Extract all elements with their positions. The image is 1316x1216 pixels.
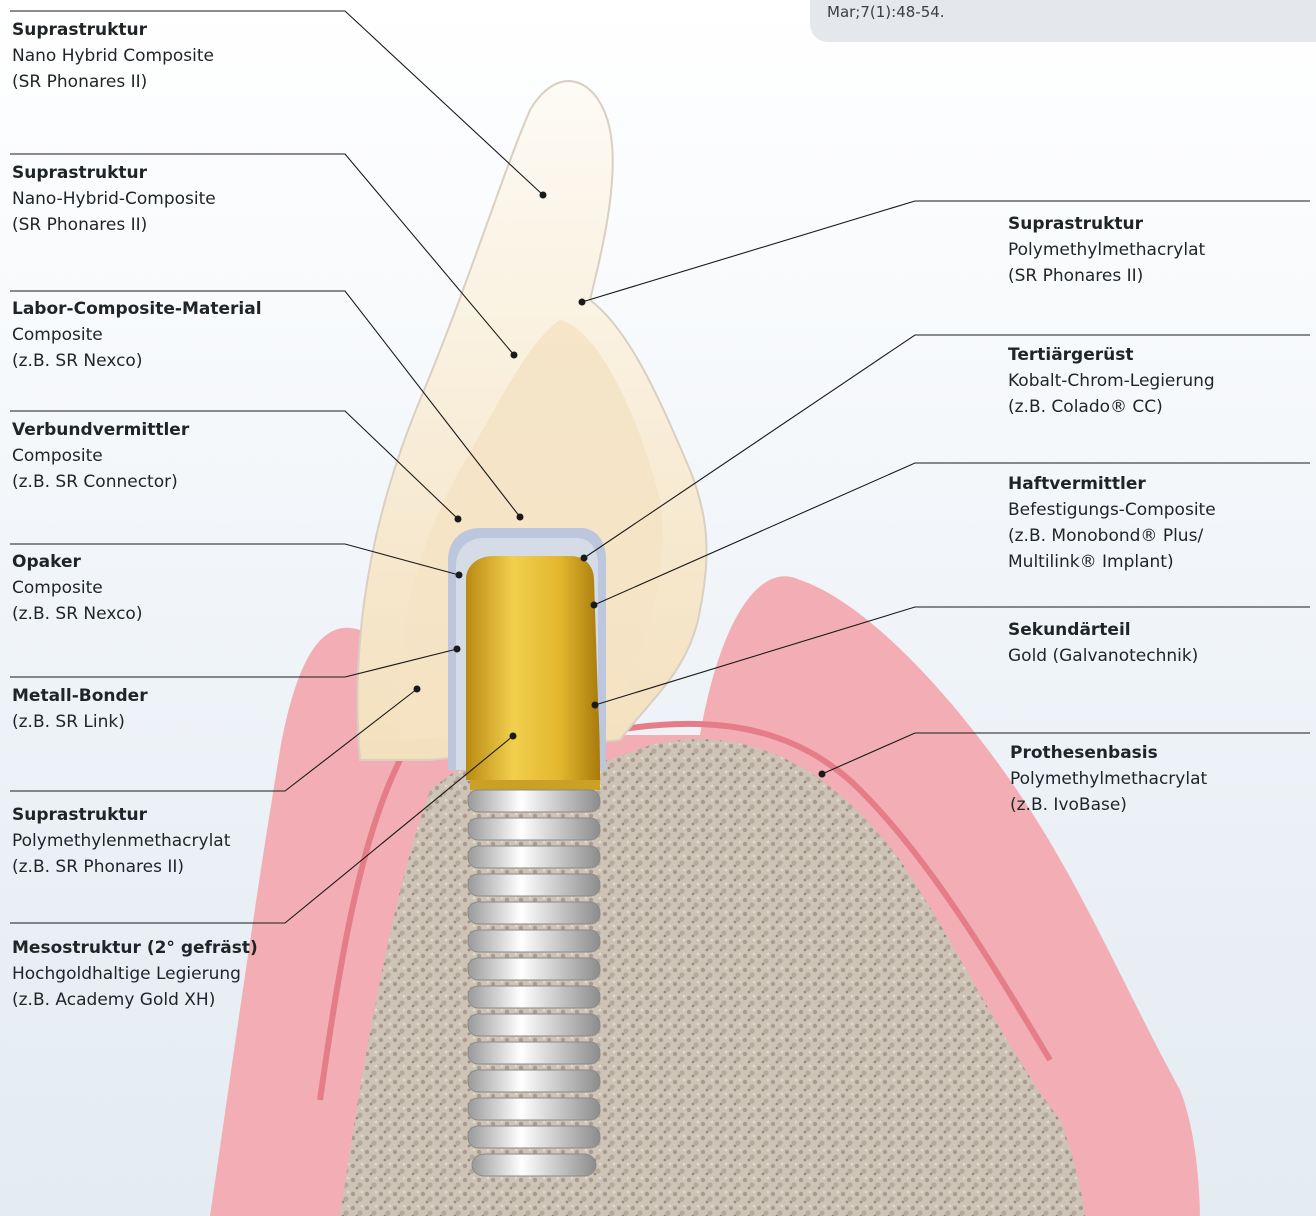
label-suprastruktur-2: Suprastruktur Nano-Hybrid-Composite (SR … (12, 160, 216, 238)
label-suprastruktur-3: Suprastruktur Polymethylenmethacrylat (z… (12, 802, 230, 880)
label-tertiaergeruest: Tertiärgerüst Kobalt-Chrom-Legierung (z.… (1008, 342, 1215, 420)
label-haftvermittler: Haftvermittler Befestigungs-Composite (z… (1008, 471, 1216, 575)
label-prothesenbasis: Prothesenbasis Polymethylmethacrylat (z.… (1010, 740, 1207, 818)
label-suprastruktur-4: Suprastruktur Polymethylmethacrylat (SR … (1008, 211, 1205, 289)
label-mesostruktur: Mesostruktur (2° gefräst) Hochgoldhaltig… (12, 935, 258, 1013)
implant-screw (468, 780, 600, 1176)
label-sekundaerteil: Sekundärteil Gold (Galvanotechnik) (1008, 617, 1198, 669)
label-opaker: Opaker Composite (z.B. SR Nexco) (12, 549, 142, 627)
label-suprastruktur-1: Suprastruktur Nano Hybrid Composite (SR … (12, 17, 214, 95)
label-labor-composite-material: Labor-Composite-Material Composite (z.B.… (12, 296, 262, 374)
leader-line-sekundaerteil (595, 607, 1310, 705)
gold-meso-structure (466, 556, 600, 780)
label-verbundvermittler: Verbundvermittler Composite (z.B. SR Con… (12, 417, 189, 495)
label-metall-bonder: Metall-Bonder (z.B. SR Link) (12, 683, 148, 735)
